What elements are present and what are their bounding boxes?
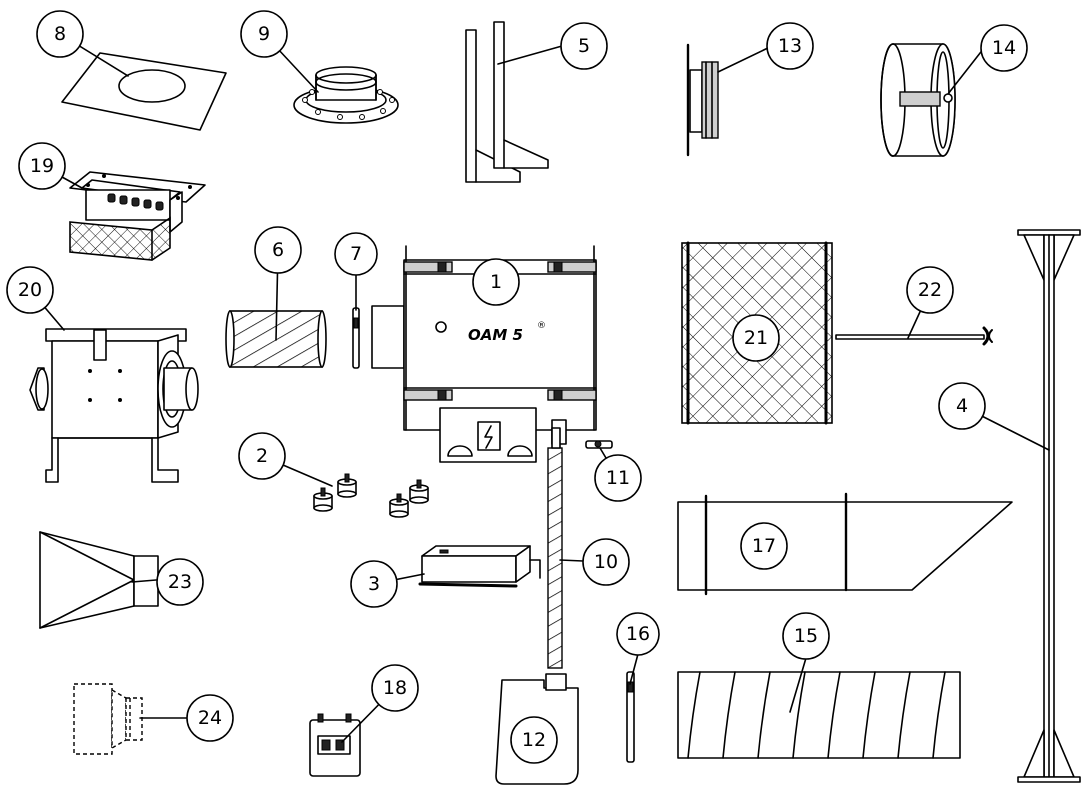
svg-text:6: 6 (272, 239, 284, 261)
callout-1: 1 (472, 258, 520, 306)
callout-9: 9 (240, 10, 288, 58)
callout-17: 17 (740, 522, 788, 570)
callout-14: 14 (980, 24, 1028, 72)
part-7-hose-clamp (352, 307, 360, 369)
callout-24: 24 (186, 694, 234, 742)
callout-23: 23 (156, 558, 204, 606)
svg-text:8: 8 (54, 23, 66, 45)
svg-text:23: 23 (168, 571, 192, 593)
svg-text:16: 16 (626, 623, 650, 645)
callout-11: 11 (594, 454, 642, 502)
svg-text:15: 15 (794, 625, 818, 647)
svg-text:18: 18 (383, 677, 407, 699)
callout-22: 22 (906, 266, 954, 314)
callout-16: 16 (616, 612, 660, 656)
part-19-filter-box (69, 171, 206, 261)
callout-3: 3 (350, 560, 398, 608)
part-9-flanged-collar (293, 66, 399, 124)
part-14-cylinder-damper (880, 43, 956, 157)
svg-text:7: 7 (350, 243, 362, 265)
callout-4: 4 (938, 382, 986, 430)
callout-19: 19 (18, 142, 66, 190)
callout-2: 2 (238, 432, 286, 480)
svg-text:11: 11 (606, 467, 630, 489)
svg-text:1: 1 (490, 271, 502, 293)
callout-7: 7 (334, 232, 378, 276)
part-15-large-flexible-duct (677, 671, 961, 759)
callout-13: 13 (766, 22, 814, 70)
part-20-filter-housing (29, 328, 199, 483)
part-8-flashing-plate (61, 52, 227, 131)
callout-20: 20 (6, 266, 54, 314)
svg-text:12: 12 (522, 729, 546, 751)
part-22-pull-rod (835, 326, 993, 346)
callout-18: 18 (371, 664, 419, 712)
svg-text:4: 4 (956, 395, 968, 417)
svg-text:13: 13 (778, 35, 802, 57)
callout-10: 10 (582, 538, 630, 586)
callout-15: 15 (782, 612, 830, 660)
svg-text:2: 2 (256, 445, 268, 467)
part-10-condensate-hose (547, 427, 563, 669)
svg-text:9: 9 (258, 23, 270, 45)
callout-21: 21 (732, 314, 780, 362)
svg-text:21: 21 (744, 327, 768, 349)
svg-text:22: 22 (918, 279, 942, 301)
svg-text:17: 17 (752, 535, 776, 557)
part-4-support-post (1017, 229, 1081, 783)
part-24-reducer (73, 683, 143, 755)
part-16-clamp-strip (626, 671, 635, 763)
svg-text:10: 10 (594, 551, 618, 573)
callout-8: 8 (36, 10, 84, 58)
part-5-wall-brackets (465, 21, 549, 183)
svg-text:19: 19 (30, 155, 54, 177)
part-17-transition-duct (677, 492, 1013, 596)
callout-12: 12 (510, 716, 558, 764)
svg-text:14: 14 (992, 37, 1016, 59)
unit-brand-label: OAM 5 (468, 326, 523, 344)
svg-text:24: 24 (198, 707, 222, 729)
part-11-fitting (585, 440, 613, 449)
svg-text:5: 5 (578, 35, 590, 57)
svg-text:20: 20 (18, 279, 42, 301)
part-18-controller (309, 713, 361, 777)
callout-5: 5 (560, 22, 608, 70)
part-3-mounting-tray (418, 545, 541, 588)
svg-text:3: 3 (368, 573, 380, 595)
registered-mark: ® (537, 321, 546, 331)
part-23-extraction-hood (39, 531, 159, 629)
part-2-anti-vibration-feet (313, 473, 429, 518)
callout-6: 6 (254, 226, 302, 274)
part-13-spigot (686, 43, 719, 157)
